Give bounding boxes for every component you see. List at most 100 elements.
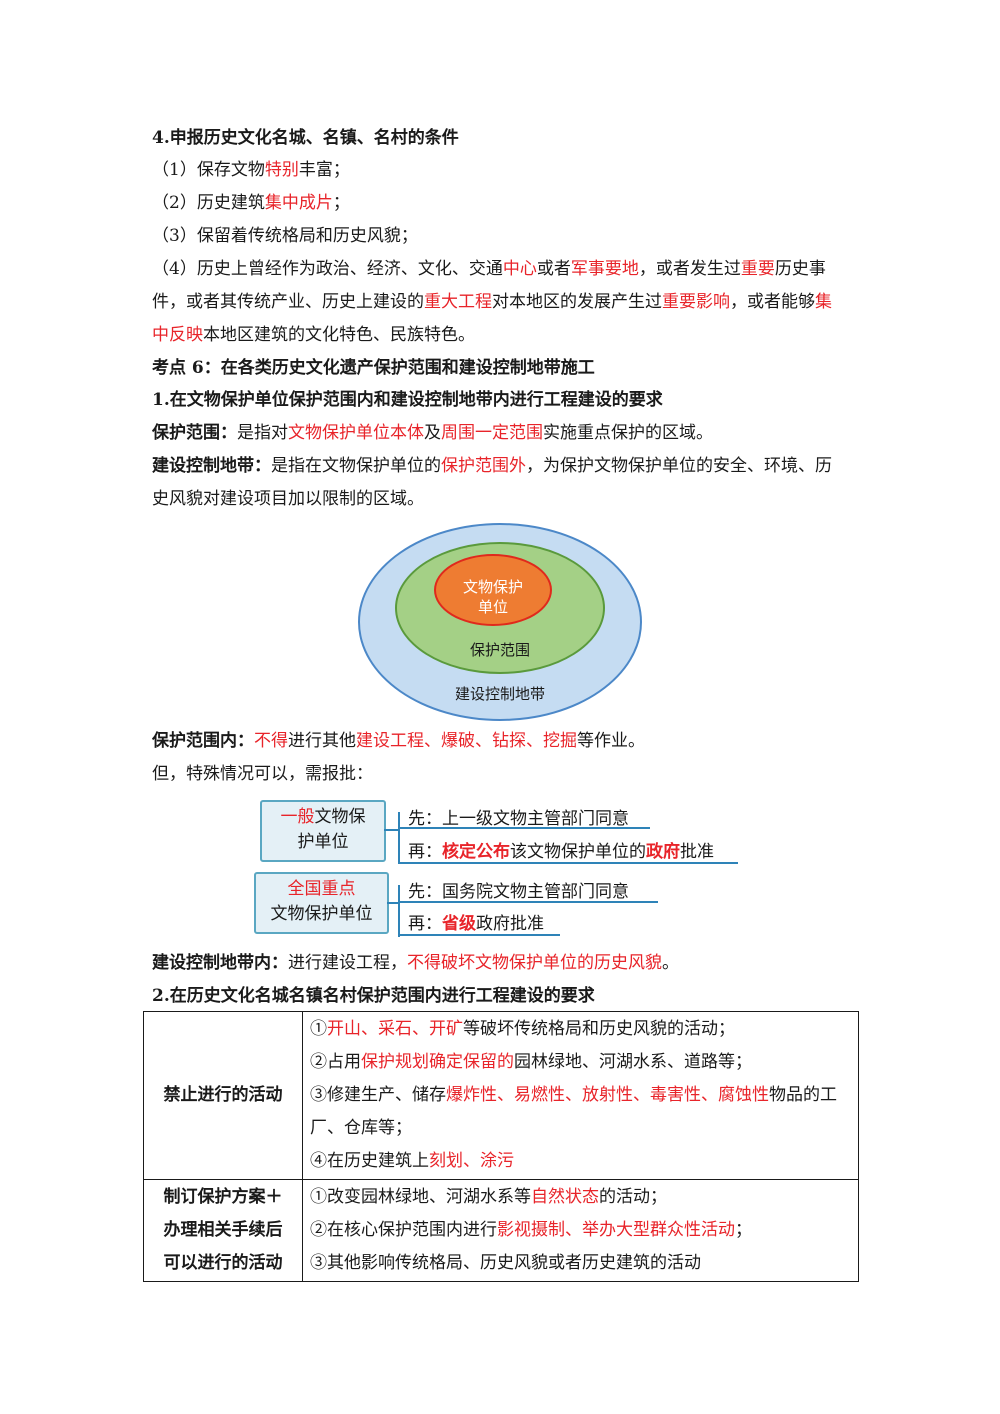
highlight: 重大工程 bbox=[424, 292, 492, 312]
highlight: 省级 bbox=[442, 914, 476, 934]
highlight: 不得破坏文物保护单位的历史风貌 bbox=[407, 953, 662, 973]
national-second-step: 再：省级政府批准 bbox=[408, 909, 544, 934]
highlight: 保护规划确定保留的 bbox=[361, 1052, 514, 1072]
text: ① bbox=[310, 1019, 327, 1039]
tree-connector bbox=[384, 829, 398, 831]
condition-4-line-2: 件，或者其传统产业、历史上建设的重大工程对本地区的发展产生过重要影响，或者能够集 bbox=[152, 286, 852, 319]
tree-connector bbox=[387, 902, 398, 904]
control-zone-definition-cont: 史风貌对建设项目加以限制的区域。 bbox=[152, 489, 424, 509]
key-point-6-title: 考点 6：在各类历史文化遗产保护范围和建设控制地带施工 bbox=[152, 358, 595, 378]
requirements-table: 禁止进行的活动 ①开山、采石、开矿等破坏传统格局和历史风貌的活动； ②占用保护规… bbox=[143, 1011, 859, 1282]
text: 等破坏传统格局和历史风貌的活动； bbox=[463, 1019, 735, 1039]
label-line-2: 单位 bbox=[477, 598, 508, 616]
text: 再： bbox=[408, 842, 442, 862]
highlight: 文物保护单位本体 bbox=[288, 423, 424, 443]
list-item: ②占用保护规划确定保留的园林绿地、河湖水系、道路等； bbox=[310, 1046, 857, 1079]
condition-2-text: （2）历史建筑 bbox=[152, 193, 265, 213]
highlight: 一般 bbox=[280, 807, 315, 827]
text: ，或者能够 bbox=[730, 292, 815, 312]
control-zone-label: 建设控制地带 bbox=[454, 685, 545, 703]
highlight: 军事要地 bbox=[570, 259, 639, 279]
text: 对本地区的发展产生过 bbox=[492, 292, 662, 312]
text: 政府批准 bbox=[476, 914, 544, 934]
tree-branch-line bbox=[398, 934, 560, 936]
list-item: ①改变园林绿地、河湖水系等自然状态的活动； bbox=[310, 1181, 857, 1214]
text: 园林绿地、河湖水系、道路等； bbox=[514, 1052, 752, 1072]
text: 进行建设工程， bbox=[288, 953, 407, 973]
text: 批准 bbox=[680, 842, 714, 862]
text: 再： bbox=[408, 914, 442, 934]
condition-1: （1）保存文物特别丰富； bbox=[152, 154, 852, 187]
condition-2: （2）历史建筑集中成片； bbox=[152, 187, 852, 220]
list-item-cont: 厂、仓库等； bbox=[310, 1118, 412, 1138]
text: 件，或者其传统产业、历史上建设的 bbox=[152, 292, 424, 312]
highlight: 刻划、涂污 bbox=[429, 1151, 514, 1171]
term-label: 保护范围内： bbox=[152, 731, 254, 751]
tree-connector bbox=[398, 812, 400, 864]
text: 的活动； bbox=[599, 1187, 667, 1207]
highlight: 影视摄制、举办大型群众性活动 bbox=[497, 1220, 735, 1240]
highlight: 重要 bbox=[740, 259, 775, 279]
list-item: ④在历史建筑上刻划、涂污 bbox=[310, 1145, 857, 1178]
exception-note: 但，特殊情况可以，需报批： bbox=[152, 764, 373, 784]
condition-1-end: 丰富； bbox=[298, 160, 350, 180]
tree-branch-line bbox=[398, 901, 658, 903]
within-scope-rule: 保护范围内：不得进行其他建设工程、爆破、钻探、挖掘等作业。 bbox=[152, 725, 852, 758]
text: 物品的工 bbox=[769, 1085, 837, 1105]
condition-4-line-3: 中反映本地区建筑的文化特色、民族特色。 bbox=[152, 319, 852, 352]
text: 是指在文物保护单位的 bbox=[271, 456, 441, 476]
general-first-step: 先：上一级文物主管部门同意 bbox=[408, 809, 629, 829]
highlight: 周围一定范围 bbox=[441, 423, 543, 443]
box-line-1: 一般文物保 bbox=[262, 805, 384, 830]
tree-connector bbox=[398, 885, 400, 937]
highlight: 中心 bbox=[502, 259, 537, 279]
protection-zones-diagram: 文物保护 单位 保护范围 建设控制地带 bbox=[358, 523, 642, 721]
highlight: 政府 bbox=[646, 842, 680, 862]
text: 等作业。 bbox=[577, 731, 645, 751]
text: ④在历史建筑上 bbox=[310, 1151, 429, 1171]
highlight: 集 bbox=[815, 292, 832, 312]
control-zone-definition: 建设控制地带：是指在文物保护单位的保护范围外，为保护文物保护单位的安全、环境、历 bbox=[152, 450, 852, 483]
conditional-activities-list: ①改变园林绿地、河湖水系等自然状态的活动； ②在核心保护范围内进行影视摄制、举办… bbox=[302, 1179, 859, 1282]
highlight: 爆炸性、易燃性、放射性、毒害性、腐蚀性 bbox=[446, 1085, 769, 1105]
text: 进行其他 bbox=[288, 731, 356, 751]
prohibited-activities-list: ①开山、采石、开矿等破坏传统格局和历史风貌的活动； ②占用保护规划确定保留的园林… bbox=[302, 1011, 859, 1180]
text: ②在核心保护范围内进行 bbox=[310, 1220, 497, 1240]
highlight: 建设工程、爆破、钻探、挖掘 bbox=[356, 731, 577, 751]
subsection-1-title: 1.在文物保护单位保护范围内和建设控制地带内进行工程建设的要求 bbox=[152, 390, 663, 410]
term-label: 建设控制地带内： bbox=[152, 953, 288, 973]
text: 及 bbox=[424, 423, 441, 443]
condition-1-highlight: 特别 bbox=[264, 160, 299, 180]
text: 实施重点保护的区域。 bbox=[543, 423, 713, 443]
cultural-relic-unit-ellipse bbox=[434, 554, 552, 626]
highlight: 重要影响 bbox=[662, 292, 730, 312]
cultural-relic-unit-label: 文物保护 单位 bbox=[434, 577, 552, 617]
list-item: ③其他影响传统格局、历史风貌或者历史建筑的活动 bbox=[310, 1253, 701, 1273]
national-key-unit-box: 全国重点 文物保护单位 bbox=[254, 872, 389, 934]
protection-scope-definition: 保护范围：是指对文物保护单位本体及周围一定范围实施重点保护的区域。 bbox=[152, 417, 852, 450]
condition-2-highlight: 集中成片 bbox=[264, 193, 333, 213]
highlight: 中反映 bbox=[152, 325, 203, 345]
within-control-zone-rule: 建设控制地带内：进行建设工程，不得破坏文物保护单位的历史风貌。 bbox=[152, 947, 852, 980]
highlight: 开山、采石、开矿 bbox=[327, 1019, 463, 1039]
text: ； bbox=[735, 1220, 752, 1240]
table-row: 禁止进行的活动 ①开山、采石、开矿等破坏传统格局和历史风貌的活动； ②占用保护规… bbox=[143, 1011, 859, 1180]
term-label: 保护范围： bbox=[152, 423, 237, 443]
subsection-2-title: 2.在历史文化名城名镇名村保护范围内进行工程建设的要求 bbox=[152, 986, 595, 1006]
highlight: 保护范围外 bbox=[441, 456, 526, 476]
highlight: 不得 bbox=[254, 731, 288, 751]
text: ，或者发生过 bbox=[638, 259, 741, 279]
box-line-2: 文物保护单位 bbox=[270, 904, 373, 924]
section-4-title: 4.申报历史文化名城、名镇、名村的条件 bbox=[152, 128, 459, 148]
text: 该文物保护单位的 bbox=[510, 842, 646, 862]
text: 历史事 bbox=[774, 259, 826, 279]
box-line-2: 护单位 bbox=[297, 832, 349, 852]
prohibited-activities-header: 禁止进行的活动 bbox=[143, 1011, 303, 1180]
text: ③修建生产、储存 bbox=[310, 1085, 446, 1105]
general-second-step: 再：核定公布该文物保护单位的政府批准 bbox=[408, 837, 714, 862]
text: ①改变园林绿地、河湖水系等 bbox=[310, 1187, 531, 1207]
condition-4-line-1: （4）历史上曾经作为政治、经济、文化、交通中心或者军事要地，或者发生过重要历史事 bbox=[152, 253, 852, 286]
text: 本地区建筑的文化特色、民族特色。 bbox=[203, 325, 475, 345]
condition-3: （3）保留着传统格局和历史风貌； bbox=[152, 226, 418, 246]
text: ②占用 bbox=[310, 1052, 361, 1072]
